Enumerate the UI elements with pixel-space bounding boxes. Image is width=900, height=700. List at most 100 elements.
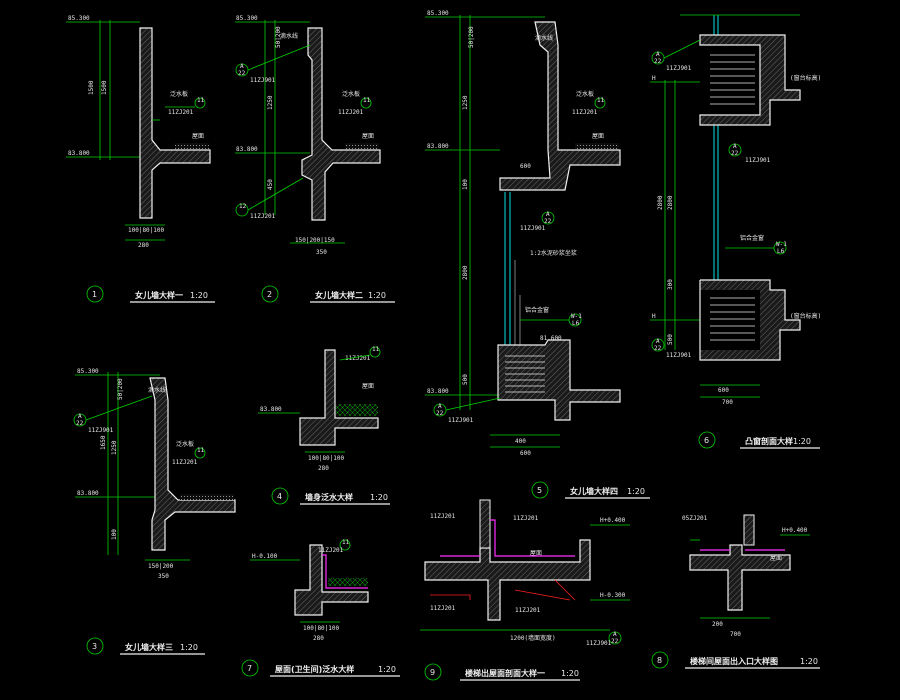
d7-title: 屋面(卫生间)泛水大样	[275, 664, 354, 674]
d5-callout0-c: 11ZJ901	[448, 417, 474, 424]
d5-callout2-b: 22	[544, 218, 552, 225]
d2-dim-bot2: 350	[316, 249, 327, 256]
d3-callout0-a: A	[78, 413, 82, 420]
d6-callout1-c: 11ZJ901	[745, 157, 771, 164]
d5-upper-wall	[500, 22, 620, 190]
d2-callout1-b: 11ZJ201	[338, 109, 364, 116]
d3-elev-roof: 83.800	[77, 490, 99, 497]
d5-dim-h: 600	[520, 163, 531, 170]
detail-3: 85.300 83.800 50|200 1650 1250 100 150|2…	[73, 368, 236, 655]
d6-callout3-a: W-1	[776, 241, 787, 248]
d9-callout4-b: 22	[611, 638, 619, 645]
d1-dim-bot2: 280	[138, 242, 149, 249]
d6-dim-b: 2800	[667, 195, 674, 210]
d9-callout4-c: 11ZJ901	[586, 640, 612, 647]
d3-callout1-b: 11ZJ201	[172, 459, 198, 466]
d5-callout0-a: A	[438, 403, 442, 410]
d1-dim-b: 1500	[101, 80, 108, 95]
d5-elev-mid: 83.800	[427, 143, 449, 150]
d5-dim-b: 1250	[462, 95, 469, 110]
d3-note-1: 泛水板	[176, 440, 194, 448]
d6-elev-a: H	[652, 75, 656, 82]
d1-note-1: 屋面	[192, 133, 204, 140]
d7-callout-b: 11ZJ201	[318, 547, 344, 554]
d7-number: 7	[247, 664, 252, 673]
d9-callout0: 11ZJ201	[430, 513, 456, 520]
d2-dim-c: 450	[267, 179, 274, 190]
d8-dim-b: 700	[730, 631, 741, 638]
detail-8: H+0.400 200 700 05ZJ201 屋面 8 楼梯间屋面出入口大样图…	[651, 514, 820, 669]
d9-dim: 1200(墙面宽度)	[510, 634, 556, 642]
d6-scale: 1:20	[793, 437, 811, 446]
d6-note-0: 铝合金窗	[740, 234, 764, 242]
d2-wall	[302, 28, 380, 220]
d6-callout0-a: A	[656, 51, 660, 58]
d8-slab	[690, 545, 790, 610]
d5-scale: 1:20	[627, 487, 645, 496]
d5-dim-d: 2800	[462, 265, 469, 280]
d5-number: 5	[537, 486, 542, 495]
d8-callout: 05ZJ201	[682, 515, 708, 522]
d5-title: 女儿墙大样四	[570, 486, 618, 496]
d7-scale: 1:20	[378, 665, 396, 674]
d6-elev-b: H	[652, 313, 656, 320]
d3-dim-c: 1250	[111, 440, 118, 455]
d1-note-0: 泛水板	[170, 90, 188, 98]
d7-wall	[295, 545, 368, 615]
d2-callout0-b: 22	[238, 70, 246, 77]
d2-callout2-b: 11ZJ201	[250, 213, 276, 220]
d2-callout1-a: 11	[363, 97, 371, 104]
d8-elev: H+0.400	[782, 527, 808, 534]
d6-title: 凸窗剖面大样	[745, 436, 793, 446]
d6-dim-f: 700	[722, 399, 733, 406]
d5-dim-f: 400	[515, 438, 526, 445]
d3-callout0-c: 11ZJ901	[88, 427, 114, 434]
detail-6: H H 2800 2800 300 500 600	[650, 14, 821, 449]
d7-elev: H-0.100	[252, 553, 278, 560]
d4-wall	[300, 350, 378, 445]
d1-elev-top: 85.300	[68, 15, 90, 22]
d3-callout0-b: 22	[76, 420, 84, 427]
d4-number: 4	[277, 492, 282, 501]
d5-elev-bot: 83.800	[427, 388, 449, 395]
d2-scale: 1:20	[368, 291, 386, 300]
d5-callout1-b: 11ZJ201	[572, 109, 598, 116]
d5-callout4-b: L6	[572, 320, 580, 327]
d6-callout2-c: 11ZJ901	[666, 352, 692, 359]
d5-callout2-a: A	[546, 211, 550, 218]
d5-callout0-b: 22	[436, 410, 444, 417]
d1-wall	[140, 28, 210, 218]
detail-1: 85.300 83.800 1500 1500 100|80|100 280 1…	[66, 15, 215, 303]
d3-title: 女儿墙大样三	[125, 642, 173, 652]
detail-2: 85.300 83.800 50|200 1250 450 150|200|15…	[235, 15, 395, 303]
d6-top-box	[700, 35, 800, 125]
d6-dim-e: 600	[718, 387, 729, 394]
d1-dim-a: 1500	[88, 80, 95, 95]
d5-dim-g: 600	[520, 450, 531, 457]
d6-callout1-a: A	[733, 143, 737, 150]
d3-wall	[150, 378, 235, 550]
d5-note-4: 屋面	[592, 133, 604, 140]
d9-note: 屋面	[530, 550, 542, 557]
d3-scale: 1:20	[180, 643, 198, 652]
d6-callout0-b: 22	[654, 58, 662, 65]
d6-callout3-b: L6	[777, 248, 785, 255]
d2-dim-bot: 150|200|150	[295, 237, 335, 244]
d8-title: 楼梯间屋面出入口大样图	[690, 656, 778, 666]
d2-note-0: 泛水板	[342, 90, 360, 98]
detail-9: 1200(墙面宽度) H+0.400 H-0.300 11ZJ201 11ZJ2…	[420, 499, 630, 681]
d4-callout-a: 11	[372, 346, 380, 353]
d6-dim-c: 300	[667, 279, 674, 290]
d2-callout0-c: 11ZJ901	[250, 77, 276, 84]
d7-callout-a: 11	[342, 539, 350, 546]
d2-note-2: 滴水线	[280, 32, 298, 40]
d1-number: 1	[92, 290, 97, 299]
d5-elev-low: 81.600	[540, 335, 562, 342]
d1-callout-a: 11	[197, 97, 205, 104]
d9-elev-b: H-0.300	[600, 592, 626, 599]
d2-callout2-a: 12	[239, 203, 247, 210]
d3-callout1-a: 11	[197, 447, 205, 454]
d7-dim-bot2: 280	[313, 635, 324, 642]
